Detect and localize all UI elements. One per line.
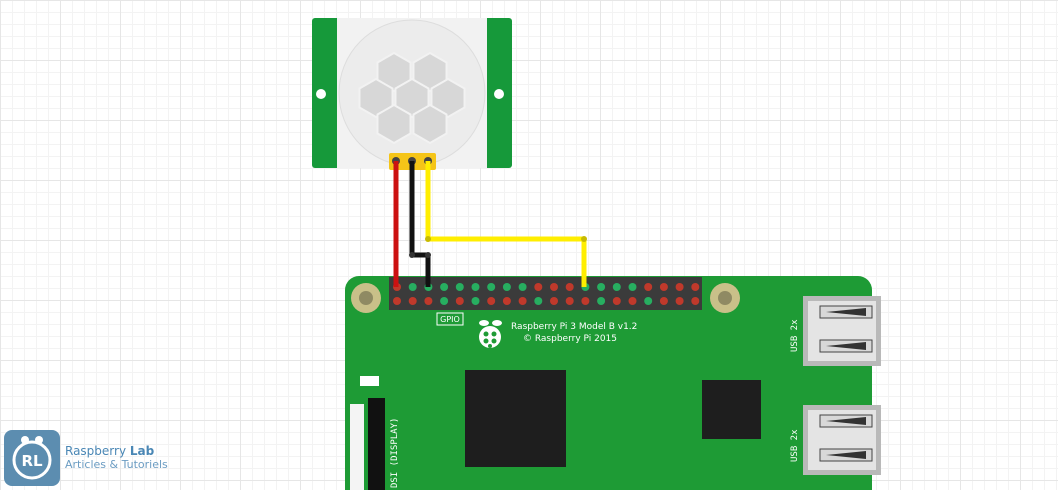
gpio-pin-bottom-14	[597, 297, 606, 305]
gpio-pin-top-19	[675, 283, 684, 291]
sensor-mount-hole-left	[316, 89, 326, 99]
gpio-pin-top-17	[644, 283, 653, 291]
raspberry-logo	[479, 320, 502, 348]
gpio-pin-top-6	[471, 283, 480, 291]
gpio-pin-top-14	[597, 283, 606, 291]
gpio-pin-top-7	[487, 283, 496, 291]
gpio-pins	[393, 283, 700, 305]
lens-hex-7	[412, 103, 448, 145]
gpio-pin-bottom-15	[612, 297, 621, 305]
gpio-pin-top-11	[550, 283, 558, 291]
gpio-pin-bottom-11	[550, 297, 558, 305]
dsi-connector-housing	[350, 404, 364, 490]
lens-hex-1	[376, 51, 412, 93]
usb-label-top: USB 2x	[790, 319, 800, 352]
dsi-connector	[368, 398, 385, 490]
gpio-pin-bottom-3	[424, 297, 433, 305]
gpio-pin-bottom-10	[534, 297, 543, 305]
gpio-pin-top-4	[440, 283, 449, 291]
board-copyright: © Raspberry Pi 2015	[523, 334, 617, 344]
gpio-pin-top-20	[691, 283, 700, 291]
brand-name-part1: Raspberry	[65, 444, 127, 458]
raspberry-lab-logo-icon: RL	[4, 430, 60, 486]
wire-gnd	[409, 161, 431, 287]
gpio-pin-top-9	[518, 283, 527, 291]
sensor-mount-hole-right	[494, 89, 504, 99]
lens-hex-6	[376, 103, 412, 145]
gpio-pin-top-18	[659, 283, 668, 291]
pir-sensor	[312, 18, 512, 170]
gpio-pin-top-2	[408, 283, 417, 291]
dsi-label: DSI (DISPLAY)	[390, 418, 400, 488]
gpio-pin-top-8	[502, 283, 511, 291]
gpio-pin-top-16	[628, 283, 637, 291]
gpio-pin-bottom-20	[691, 297, 700, 305]
lens-hex-5	[430, 77, 466, 119]
watermark: RL Raspberry Lab Articles & Tutoriels	[4, 430, 204, 486]
gpio-pin-bottom-6	[471, 297, 480, 305]
gpio-pin-bottom-19	[675, 297, 684, 305]
gpio-pin-top-12	[565, 283, 574, 291]
gpio-label: GPIO	[440, 315, 460, 324]
gpio-pin-top-15	[612, 283, 621, 291]
gpio-pin-bottom-9	[518, 297, 527, 305]
gpio-pin-top-5	[455, 283, 464, 291]
gpio-header	[389, 277, 702, 310]
soc-chip	[465, 370, 566, 467]
gpio-pin-bottom-1	[393, 297, 401, 305]
lens-hex-4	[394, 77, 430, 119]
gpio-label-box	[436, 312, 464, 326]
gpio-pin-bottom-2	[408, 297, 417, 305]
board-title: Raspberry Pi 3 Model B v1.2	[511, 322, 637, 332]
wire-signal	[425, 161, 587, 287]
usb-label-bottom: USB 2x	[790, 429, 800, 462]
usb-port-bottom	[803, 405, 881, 475]
dsi-clip	[360, 376, 379, 386]
wires	[393, 161, 587, 287]
gpio-pin-bottom-12	[565, 297, 574, 305]
logo-text: RL	[21, 452, 43, 470]
gpio-pin-bottom-8	[502, 297, 511, 305]
gpio-pin-bottom-18	[659, 297, 668, 305]
gpio-pin-bottom-16	[628, 297, 637, 305]
gpio-pin-bottom-13	[581, 297, 590, 305]
gpio-pin-bottom-4	[440, 297, 449, 305]
lens-hex-2	[412, 51, 448, 93]
gpio-pin-bottom-17	[644, 297, 653, 305]
lens-hex-3	[358, 77, 394, 119]
gpio-pin-bottom-7	[487, 297, 496, 305]
gpio-pin-bottom-5	[455, 297, 464, 305]
pir-lens-hex-pattern	[358, 51, 466, 145]
brand-name-part2: Lab	[129, 444, 155, 458]
brand-tagline: Articles & Tutoriels	[65, 458, 168, 471]
raspberry-pi-board: GPIO Raspberry Pi 3 Model B v1.2 © Raspb…	[345, 276, 881, 490]
lan-chip	[702, 380, 761, 439]
usb-port-top	[803, 296, 881, 366]
gpio-pin-top-10	[534, 283, 543, 291]
